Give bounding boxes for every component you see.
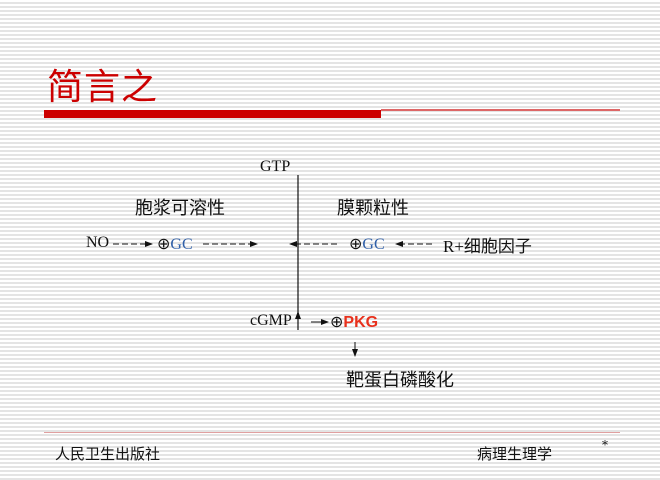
slide-title: 简言之 (47, 67, 159, 108)
plus-symbol: ⊕ (330, 314, 344, 331)
title-underline-thin (381, 109, 620, 111)
membrane-gc: ⊕GC (349, 234, 385, 254)
plus-symbol: ⊕ (157, 236, 171, 253)
title-underline-bar (44, 110, 381, 118)
footer-subject: 病理生理学 (477, 445, 553, 463)
pkg-node: ⊕PKG (330, 312, 378, 332)
target-protein-phosphorylation: 靶蛋白磷酸化 (346, 370, 454, 391)
pkg-label: PKG (343, 314, 379, 331)
membrane-label: 膜颗粒性 (337, 198, 409, 219)
soluble-gc: ⊕GC (157, 234, 193, 254)
footer-publisher: 人民卫生出版社 (55, 445, 161, 463)
gc-label: GC (362, 236, 385, 253)
gtp-label: GTP (260, 158, 291, 175)
no-label: NO (86, 234, 110, 251)
plus-symbol: ⊕ (349, 236, 363, 253)
footer-page-marker: * (602, 438, 608, 452)
receptor-cytokine-label: R+细胞因子 (443, 237, 532, 256)
cytosolic-label: 胞浆可溶性 (135, 198, 225, 219)
gc-label: GC (170, 236, 193, 253)
cgmp-label: cGMP (250, 312, 292, 329)
footer-divider (44, 432, 620, 433)
